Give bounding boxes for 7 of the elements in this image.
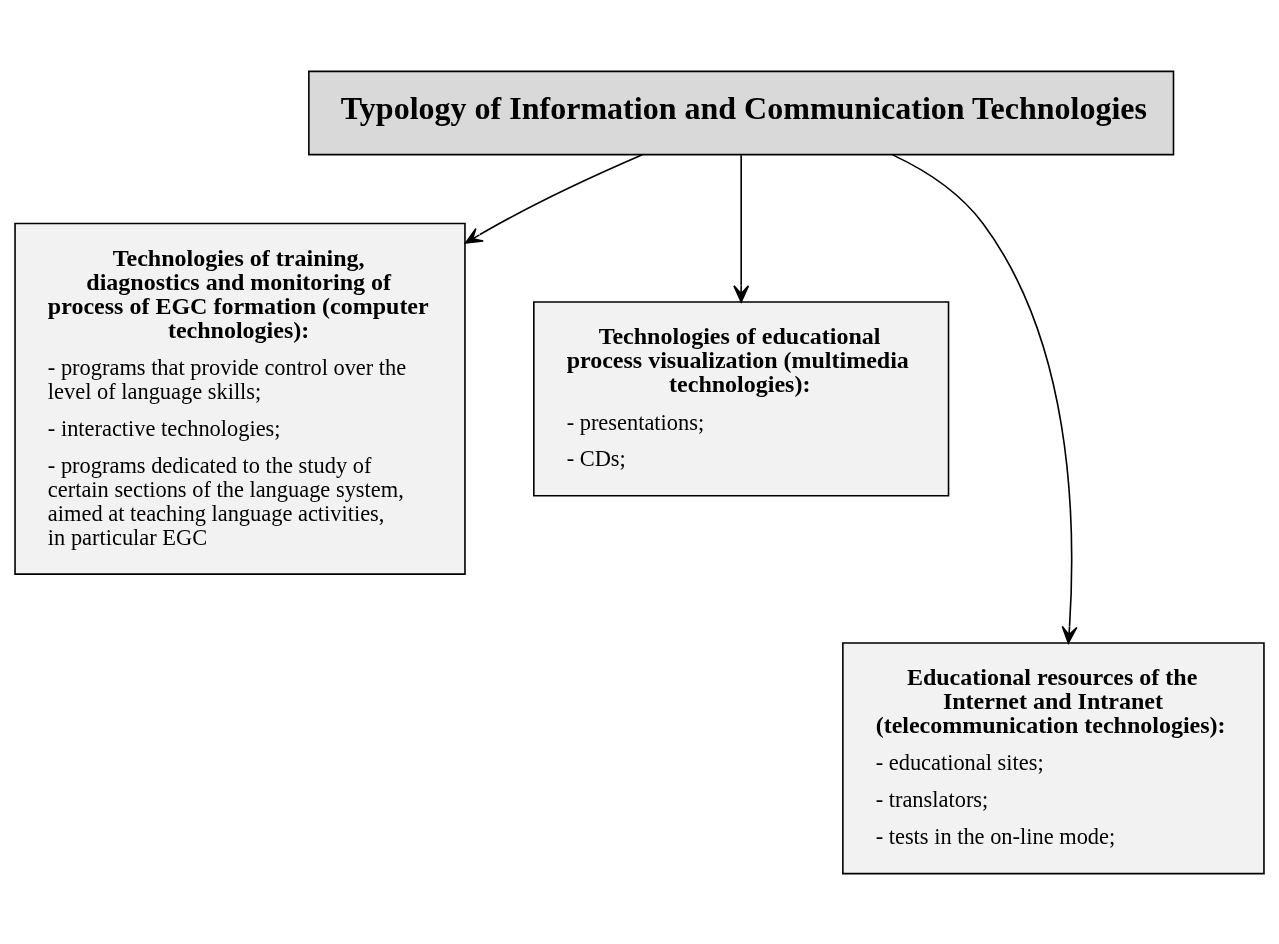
arrow [891,153,1078,644]
arrow [733,153,750,303]
arrow [464,153,644,244]
node-box: Technologies of training, diagnostics and monitoring of process of EGC formation (computer technologies): - programs that provide control over the level of language skills; - interactive technologies; - programs dedicated to the study of certain sections of the language system, aimed at teaching language activities, in particular EGC [14,222,466,575]
node-box: Technologies of educational process visualization (multimedia technologies): - presentations; - CDs; [533,300,950,497]
node-box: Typology of Information and Communication Technologies [308,70,1175,155]
node-box: Educational resources of the Internet and Intranet (telecommunication technologies): - educational sites; - translators; - tests in the on-line mode; [842,641,1265,874]
